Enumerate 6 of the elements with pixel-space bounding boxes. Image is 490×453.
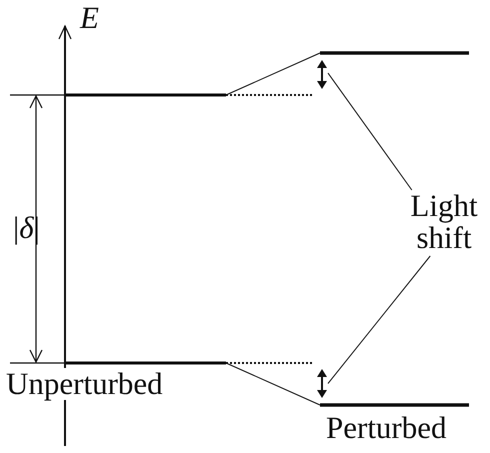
level-label: Perturbed bbox=[326, 412, 447, 444]
leader-line bbox=[328, 256, 431, 384]
leader-line bbox=[328, 72, 412, 190]
axis-label: E bbox=[80, 2, 99, 34]
callout-label: Light shift bbox=[409, 190, 479, 254]
level-label: Unperturbed bbox=[6, 368, 163, 400]
